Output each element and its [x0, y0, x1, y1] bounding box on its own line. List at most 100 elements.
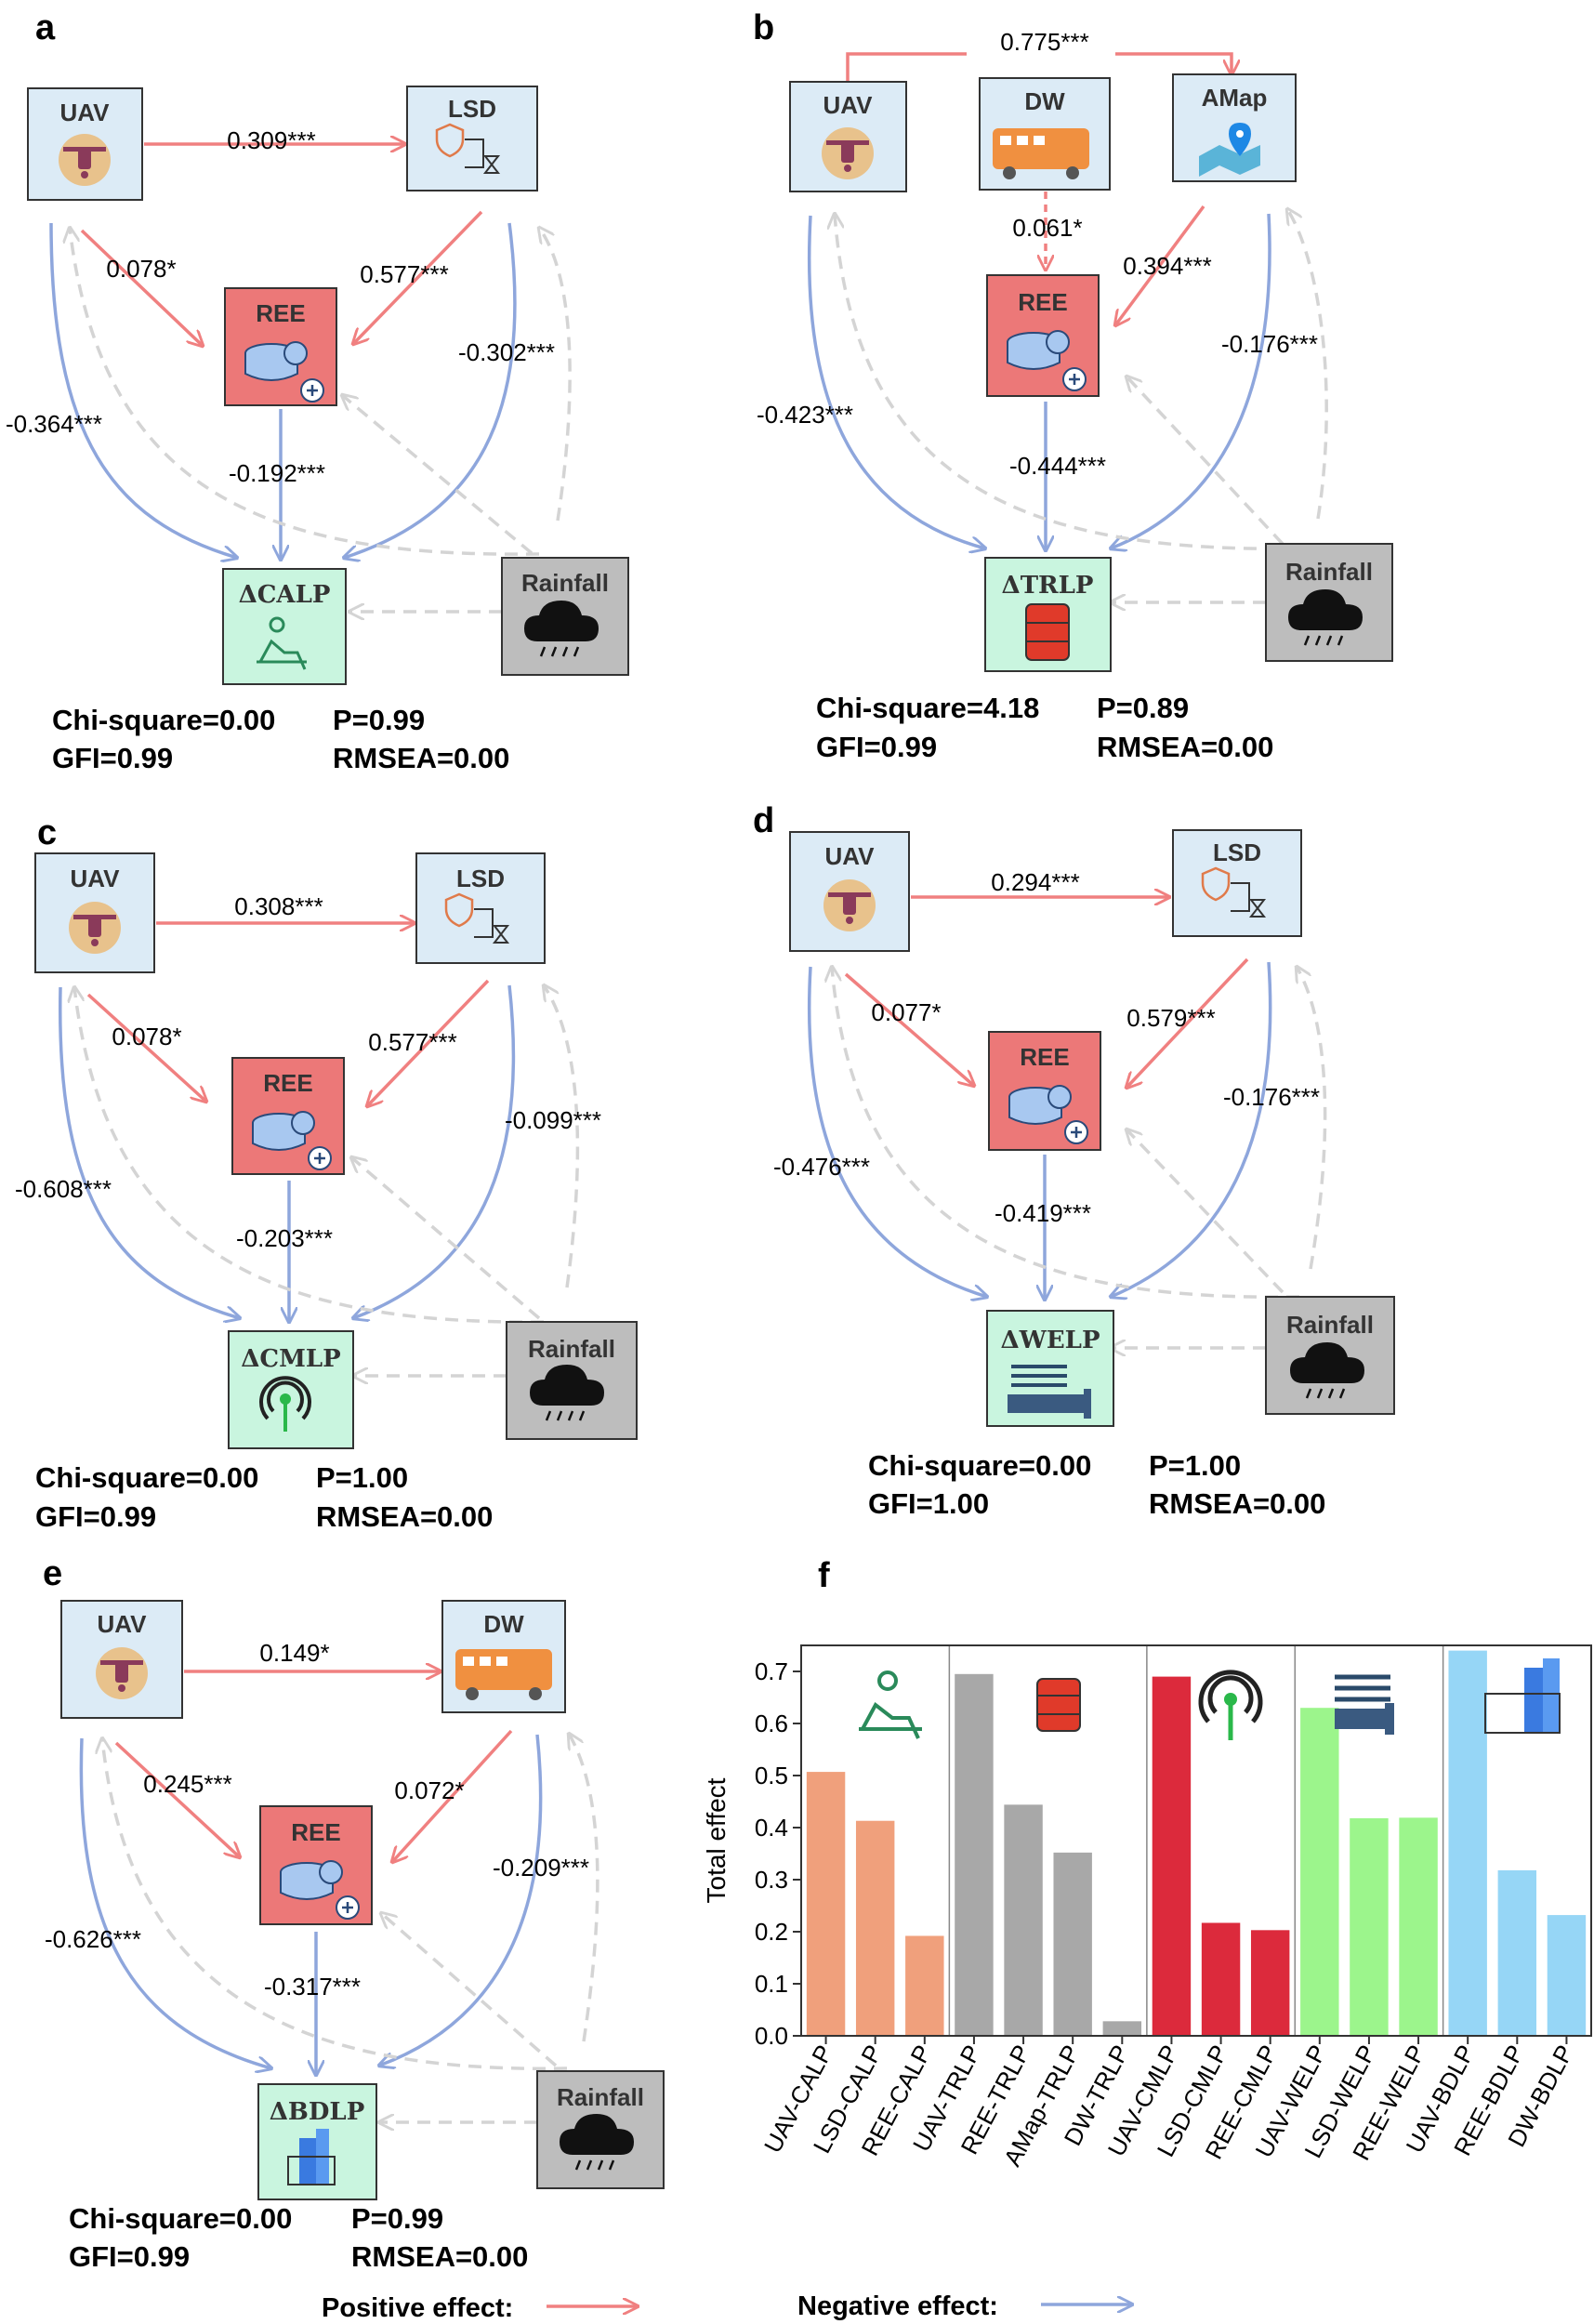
stat-chi-square: Chi-square=0.00 — [52, 704, 275, 736]
bar — [806, 1772, 846, 2036]
dam-icon — [1036, 1678, 1081, 1732]
dam-icon — [1025, 603, 1070, 661]
node-response: ΔBDLP — [257, 2083, 377, 2200]
antenna-icon — [259, 1376, 311, 1432]
panel-letter: c — [37, 813, 57, 852]
edge-positive — [367, 979, 490, 1106]
edge-negative — [807, 966, 987, 1297]
svg-text:REE: REE — [291, 1818, 340, 1846]
panel-letter: a — [35, 8, 56, 47]
bar — [905, 1935, 944, 2036]
coef-lsd-ree: 0.577*** — [368, 1028, 456, 1056]
coef-lsd-response: -0.099*** — [505, 1106, 601, 1134]
edge-rainfall — [70, 228, 540, 556]
panel-letter: f — [818, 1556, 830, 1595]
bar — [855, 1820, 895, 2036]
stat-gfi: GFI=0.99 — [816, 731, 937, 763]
coef-uav-response: -0.626*** — [45, 1925, 141, 1953]
coef-uav-ree: 0.077* — [871, 998, 941, 1026]
node-uav: UAV — [60, 1600, 183, 1719]
stat-p: P=0.89 — [1097, 692, 1189, 724]
effect-legend: Positive effect: Negative effect: — [322, 2291, 1132, 2323]
edge-negative — [379, 1734, 543, 2066]
coef-lsd-response: -0.302*** — [458, 338, 555, 366]
bar — [1004, 1804, 1043, 2036]
shield-hourglass-icon — [444, 892, 510, 944]
stat-p: P=0.99 — [333, 704, 425, 736]
node-dw: DW — [441, 1600, 566, 1713]
database-person-icon — [1007, 330, 1087, 391]
database-person-icon — [1008, 1085, 1088, 1144]
edge-positive — [1126, 957, 1249, 1088]
water-truck-icon — [993, 128, 1089, 179]
node-response: ΔCMLP — [228, 1330, 354, 1449]
coef-ree-response: -0.317*** — [264, 1973, 361, 2000]
panel-letter: e — [43, 1554, 62, 1593]
edge-positive — [1115, 52, 1232, 74]
edge-rainfall — [1287, 209, 1328, 520]
panel-f: f Total effect 0.00.10.20.30.40.50.60.7U… — [702, 1556, 1592, 2171]
svg-text:Rainfall: Rainfall — [1286, 1311, 1374, 1339]
edge-positive — [114, 1741, 240, 1857]
svg-text:DW: DW — [1024, 87, 1065, 115]
legend-positive-label: Positive effect: — [322, 2293, 513, 2323]
edge-rainfall — [539, 228, 572, 522]
svg-text:REE: REE — [1018, 288, 1067, 316]
coef-uav-response: -0.364*** — [6, 410, 102, 438]
edge-positive — [844, 972, 974, 1086]
coef-lsd-ree: 0.579*** — [1126, 1004, 1215, 1032]
node-rainfall: Rainfall — [536, 2070, 665, 2189]
legend-negative-label: Negative effect: — [797, 2291, 998, 2321]
node-lsd: LSD — [415, 852, 546, 964]
building-icon — [287, 2129, 336, 2185]
edge-rainfall — [1126, 376, 1284, 546]
edge-rainfall — [342, 395, 534, 555]
rain-cloud-icon — [1288, 589, 1363, 646]
edge-negative — [807, 215, 985, 548]
drone-icon — [823, 879, 876, 931]
stat-chi-square: Chi-square=4.18 — [816, 692, 1039, 724]
drone-icon — [69, 902, 121, 954]
svg-text:Rainfall: Rainfall — [1285, 558, 1373, 586]
stat-rmsea: RMSEA=0.00 — [316, 1500, 493, 1533]
panel-b: b 0.775*** 0.061* 0.394*** -0.423*** -0.… — [753, 8, 1393, 763]
coef-uav-dw: 0.149* — [259, 1639, 329, 1667]
y-tick-label: 0.0 — [755, 2022, 788, 2050]
svg-text:ΔBDLP: ΔBDLP — [270, 2098, 365, 2126]
coef-dw-ree: 0.072* — [394, 1776, 464, 1804]
y-tick-label: 0.6 — [755, 1710, 788, 1737]
bar — [955, 1673, 994, 2036]
coef-uav-lsd: 0.309*** — [227, 126, 315, 154]
svg-text:Rainfall: Rainfall — [521, 569, 609, 597]
node-rainfall: Rainfall — [506, 1321, 638, 1440]
svg-text:REE: REE — [1020, 1043, 1069, 1071]
water-truck-icon — [455, 1649, 552, 1700]
edge-negative — [1111, 213, 1271, 548]
coef-uav-amap: 0.775*** — [1000, 28, 1088, 56]
bar — [1152, 1676, 1192, 2036]
map-pin-icon — [1199, 123, 1260, 177]
person-icon — [257, 616, 307, 670]
stat-gfi: GFI=1.00 — [868, 1487, 989, 1520]
shield-hourglass-icon — [435, 123, 501, 174]
stat-p: P=1.00 — [316, 1461, 408, 1494]
coef-ree-response: -0.192*** — [229, 459, 325, 487]
drone-icon — [59, 134, 111, 186]
node-response: ΔTRLP — [984, 557, 1112, 672]
bar — [1250, 1930, 1290, 2036]
stat-rmsea: RMSEA=0.00 — [1097, 731, 1273, 763]
database-person-icon — [244, 341, 324, 403]
node-ree: REE — [988, 1031, 1101, 1151]
shield-hourglass-icon — [1201, 866, 1267, 918]
coef-uav-response: -0.423*** — [757, 401, 853, 429]
node-response: ΔWELP — [986, 1310, 1114, 1427]
pipeline-icon — [1008, 1365, 1091, 1419]
y-tick-label: 0.4 — [755, 1814, 788, 1842]
building-icon — [1484, 1658, 1561, 1734]
plot-frame — [800, 1644, 1592, 2037]
bar — [1053, 1852, 1092, 2036]
edge-positive — [80, 229, 203, 346]
svg-text:LSD: LSD — [1213, 838, 1261, 866]
bar — [1448, 1650, 1487, 2036]
